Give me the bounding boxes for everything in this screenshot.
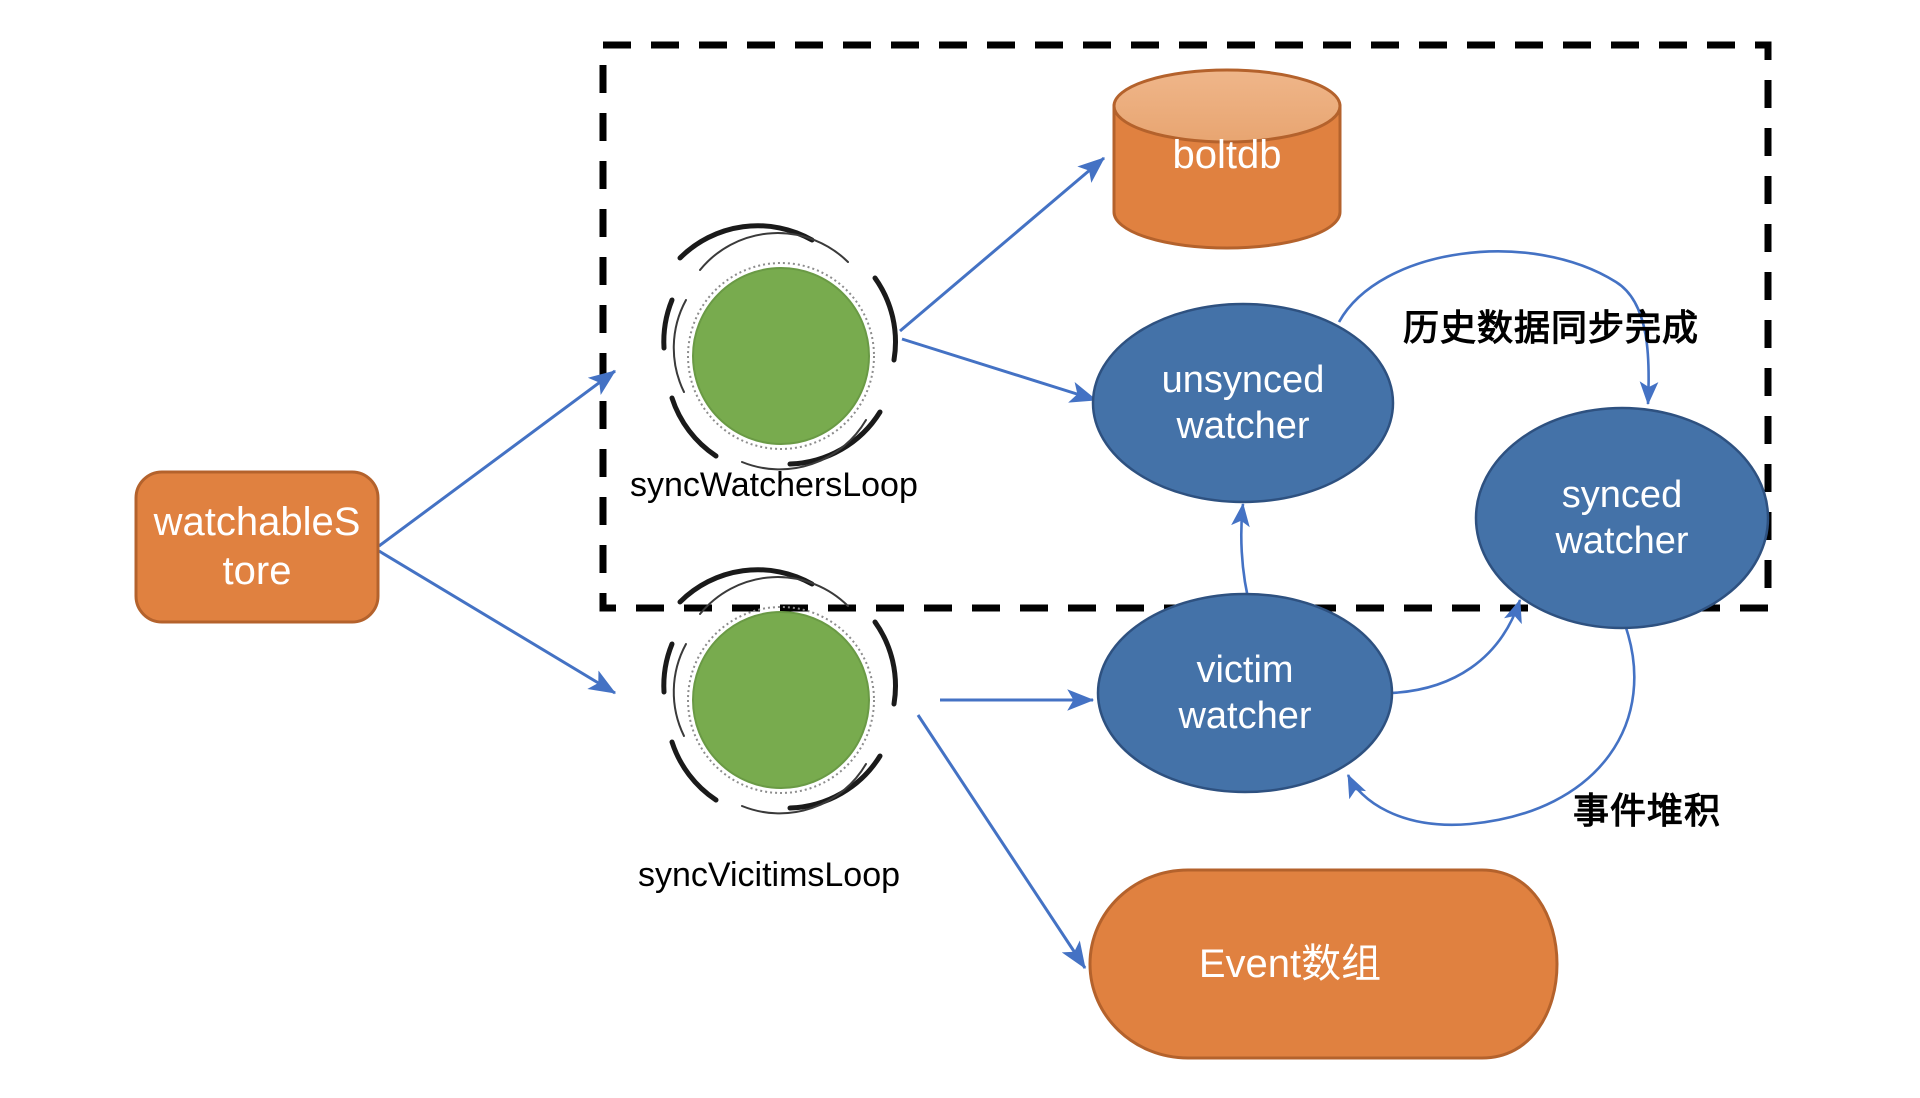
node-synced-watcher[interactable] <box>1474 406 1770 630</box>
edge-watchersloop-to-boltdb <box>899 156 1105 333</box>
edge-unsynced-to-synced <box>1337 250 1659 406</box>
edge-victimsloop-to-eventarray <box>916 714 1087 970</box>
loop-core-circle <box>692 267 870 445</box>
edge-victim-to-synced <box>1390 599 1522 695</box>
loop-inner-ring <box>687 606 875 794</box>
node-victim-watcher[interactable] <box>1096 592 1394 794</box>
edge-store-to-victimsloop <box>378 549 617 695</box>
edge-label-history-sync-done: 历史数据同步完成 <box>1403 307 1700 348</box>
node-unsynced-watcher[interactable] <box>1091 302 1395 504</box>
loop-core-circle <box>692 611 870 789</box>
node-boltdb[interactable] <box>1112 68 1342 250</box>
node-sync-watchers-loop[interactable] <box>661 223 898 471</box>
node-watchable-store[interactable] <box>134 470 380 624</box>
sync-victims-loop-label: syncVicitimsLoop <box>638 856 901 894</box>
edge-label-event-backlog: 事件堆积 <box>1573 790 1722 831</box>
loop-inner-ring <box>687 262 875 450</box>
sync-watchers-loop-label: syncWatchersLoop <box>630 466 918 504</box>
edge-synced-to-victim <box>1346 621 1636 827</box>
node-event-array[interactable] <box>1088 868 1559 1060</box>
loop-arcs-thin <box>672 576 867 815</box>
node-sync-victims-loop[interactable] <box>661 567 898 815</box>
edge-store-to-watchersloop <box>378 369 616 548</box>
edge-watchersloop-to-unsynced <box>901 337 1098 403</box>
loop-arcs-thin <box>672 232 867 471</box>
